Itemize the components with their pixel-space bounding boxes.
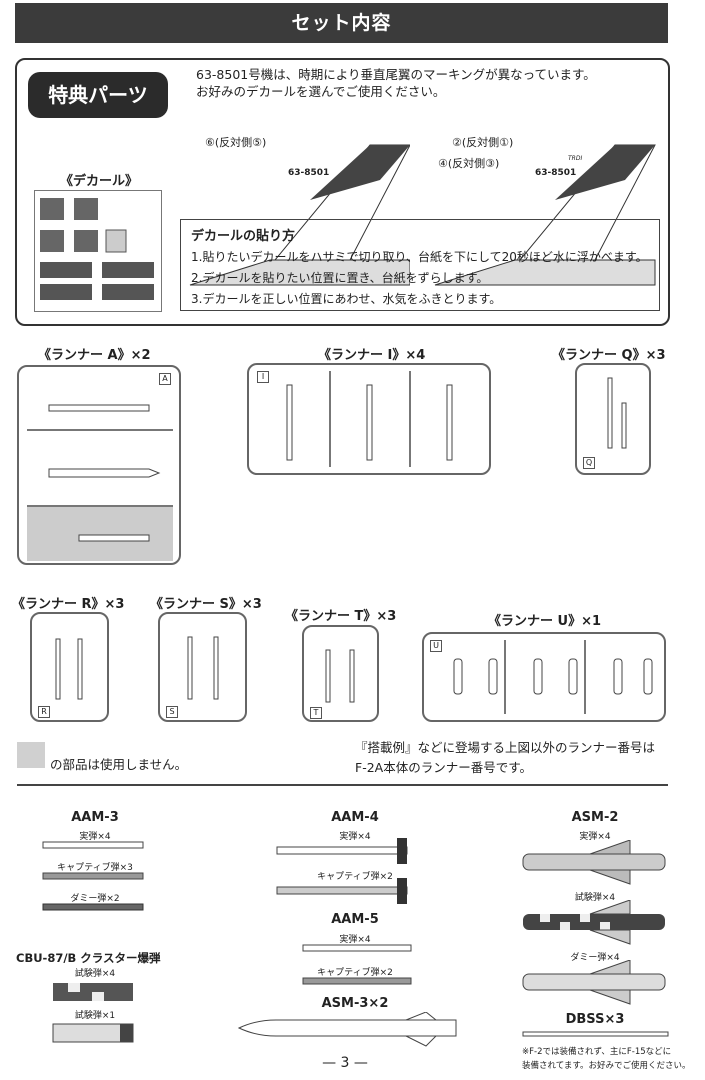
runner-q-label: 《ランナー Q》×3 <box>552 348 666 363</box>
runner-t-label: 《ランナー T》×3 <box>285 609 397 624</box>
runner-a-parts <box>48 404 161 542</box>
runner-q-parts <box>607 377 627 449</box>
runner-s-label: 《ランナー S》×3 <box>150 597 262 612</box>
aam3-captive-label: キャプティブ弾×3 <box>57 863 133 873</box>
tail-right-serial: 63-8501 <box>535 168 577 178</box>
runner-u-label: 《ランナー U》×1 <box>488 614 602 629</box>
runner-s-letter: S <box>166 706 178 718</box>
asm2-live-missile <box>522 840 666 885</box>
runner-i-parts <box>286 384 453 461</box>
aam4-captive-missile <box>276 878 408 904</box>
runner-u-letter: U <box>430 640 442 652</box>
asm2-title: ASM-2 <box>571 810 619 825</box>
runner-i-label: 《ランナー I》×4 <box>318 348 426 363</box>
dbss-pod <box>522 1031 669 1037</box>
page-number: — 3 — <box>322 1055 368 1071</box>
intro-line-1: 63-8501号機は、時期により垂直尾翼のマーキングが異なっています。 <box>196 67 596 82</box>
aam3-title: AAM-3 <box>71 810 119 825</box>
decal-instructions-box: デカールの貼り方 1.貼りたいデカールをハサミで切り取り、台紙を下にして20秒ほ… <box>180 219 660 311</box>
runner-r-parts <box>55 638 83 700</box>
runner-s-parts <box>187 636 219 700</box>
instruction-step: 2.デカールを貼りたい位置に置き、台紙をずらします。 <box>191 271 489 285</box>
asm2-dummy-label: ダミー弾×4 <box>570 953 620 963</box>
asm2-dummy-missile <box>522 960 666 1005</box>
tail-right-callout-2: ④(反対側③) <box>438 157 500 170</box>
runner-u: U <box>422 632 666 722</box>
instructions-title: デカールの貼り方 <box>191 229 296 244</box>
aam4-title: AAM-4 <box>331 810 379 825</box>
unused-swatch <box>17 742 45 768</box>
aam5-live-missile <box>302 944 412 952</box>
tail-right-mark: TRDI <box>568 155 583 162</box>
runner-q-letter: Q <box>583 457 595 469</box>
tail-illustration-left <box>189 144 410 286</box>
dbss-note-2: 装備されてます。お好みでご使用ください。 <box>522 1061 691 1071</box>
tail-illustration-right <box>434 144 656 286</box>
aam5-title: AAM-5 <box>331 912 379 927</box>
tail-right-callout-1: ②(反対側①) <box>452 136 514 149</box>
asm2-test-missile <box>523 900 665 945</box>
cbu-test-bomb-1 <box>53 983 133 1001</box>
aam3-live-label: 実弾×4 <box>79 832 111 842</box>
runner-u-parts <box>453 658 653 695</box>
decal-sheet <box>34 190 162 312</box>
page-number-value: 3 <box>340 1055 350 1071</box>
bonus-parts-panel <box>15 58 670 326</box>
aam3-captive-missile <box>42 872 144 880</box>
runner-t-letter: T <box>310 707 322 719</box>
aam5-live-label: 実弾×4 <box>339 935 371 945</box>
aam5-captive-label: キャプティブ弾×2 <box>317 968 393 978</box>
runner-t-parts <box>325 649 355 703</box>
cbu-test-label-1: 試験弾×4 <box>74 969 116 979</box>
aam3-dummy-label: ダミー弾×2 <box>70 894 120 904</box>
asm2-test-label: 試験弾×4 <box>574 893 616 903</box>
other-runner-note-1: 『搭載例』などに登場する上図以外のランナー番号は <box>355 740 656 755</box>
intro-line-2: お好みのデカールを選んでご使用ください。 <box>196 84 446 99</box>
runner-i: I <box>247 363 491 475</box>
runner-t: T <box>302 625 379 722</box>
runner-a: A <box>17 365 181 565</box>
asm2-live-label: 実弾×4 <box>579 832 611 842</box>
runner-i-letter: I <box>257 371 269 383</box>
runner-a-label: 《ランナー A》×2 <box>38 348 151 363</box>
tail-left-serial: 63-8501 <box>288 168 330 178</box>
runner-q: Q <box>575 363 651 475</box>
aam5-captive-missile <box>302 977 412 985</box>
aam3-live-missile <box>42 841 144 849</box>
bonus-badge: 特典パーツ <box>28 72 168 118</box>
instruction-step: 3.デカールを正しい位置にあわせ、水気をふきとります。 <box>191 292 502 306</box>
divider <box>17 784 668 786</box>
asm3-title: ASM-3×2 <box>321 996 389 1011</box>
other-runner-note-2: F-2A本体のランナー番号です。 <box>355 760 532 775</box>
runner-r-label: 《ランナー R》×3 <box>12 597 125 612</box>
dbss-note-1: ※F-2では装備されず、主にF-15などに <box>522 1047 672 1057</box>
asm3-missile <box>237 1012 457 1047</box>
aam4-live-missile <box>276 838 408 864</box>
instruction-step: 1.貼りたいデカールをハサミで切り取り、台紙を下にして20秒ほど水に浮かべます。 <box>191 250 648 264</box>
aam4-live-label: 実弾×4 <box>339 832 371 842</box>
runner-s: S <box>158 612 247 722</box>
runner-a-letter: A <box>159 373 171 385</box>
section-header: セット内容 <box>15 3 668 43</box>
runner-r-letter: R <box>38 706 50 718</box>
unused-note: の部品は使用しません。 <box>50 757 188 772</box>
aam4-captive-label: キャプティブ弾×2 <box>317 872 393 882</box>
aam3-dummy-missile <box>42 903 144 911</box>
cbu-test-label-2: 試験弾×1 <box>74 1011 116 1021</box>
cbu-test-bomb-2 <box>52 1023 134 1043</box>
cbu-title: CBU-87/B クラスター爆弾 <box>16 951 161 965</box>
dbss-title: DBSS×3 <box>565 1012 625 1027</box>
tail-left-callout: ⑥(反対側⑤) <box>205 136 267 149</box>
decal-label: 《デカール》 <box>60 174 139 189</box>
runner-r: R <box>30 612 109 722</box>
